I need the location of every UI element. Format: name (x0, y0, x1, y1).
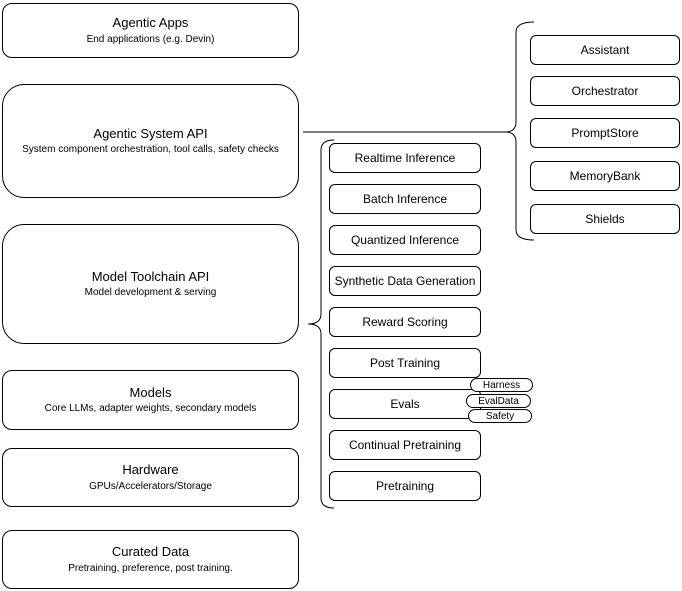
node-label: MemoryBank (569, 169, 641, 183)
node-curated-data: Curated Data Pretraining, preference, po… (2, 530, 299, 589)
pill-label: Safety (485, 410, 515, 422)
node-hardware: Hardware GPUs/Accelerators/Storage (2, 448, 299, 507)
node-batch-inference: Batch Inference (329, 184, 481, 214)
node-synthetic-data-generation: Synthetic Data Generation (329, 266, 481, 296)
node-subtitle: System component orchestration, tool cal… (22, 144, 279, 156)
pill-label: EvalData (478, 395, 519, 407)
toolchain-services-brace (307, 139, 335, 509)
node-label: Post Training (369, 356, 441, 370)
system-components-brace (504, 21, 535, 241)
pill-safety: Safety (468, 409, 532, 423)
node-title: Model Toolchain API (91, 268, 210, 284)
node-label: Reward Scoring (362, 315, 448, 329)
node-reward-scoring: Reward Scoring (329, 307, 481, 337)
node-realtime-inference: Realtime Inference (329, 143, 481, 173)
node-models: Models Core LLMs, adapter weights, secon… (2, 370, 299, 430)
node-label: Quantized Inference (350, 233, 460, 247)
node-title: Hardware (122, 462, 179, 478)
node-shields: Shields (530, 204, 680, 234)
node-title: Models (129, 384, 172, 400)
node-label: Batch Inference (362, 192, 448, 206)
node-model-toolchain-api: Model Toolchain API Model development & … (2, 224, 299, 344)
node-agentic-apps: Agentic Apps End applications (e.g. Devi… (2, 3, 299, 58)
node-label: Pretraining (375, 479, 435, 493)
node-subtitle: Pretraining, preference, post training. (68, 562, 233, 574)
node-title: Agentic Apps (112, 15, 189, 31)
node-label: Continual Pretraining (348, 438, 462, 452)
node-promptstore: PromptStore (530, 118, 680, 148)
node-label: Realtime Inference (354, 151, 456, 165)
node-title: Curated Data (111, 544, 190, 560)
node-label: Shields (585, 212, 625, 226)
node-pretraining: Pretraining (329, 471, 481, 501)
node-label: Evals (390, 397, 420, 411)
pill-label: Harness (482, 379, 521, 391)
node-quantized-inference: Quantized Inference (329, 225, 481, 255)
node-subtitle: Core LLMs, adapter weights, secondary mo… (44, 403, 257, 415)
node-agentic-system-api: Agentic System API System component orch… (2, 84, 299, 198)
node-subtitle: Model development & serving (84, 287, 217, 299)
node-assistant: Assistant (530, 35, 680, 65)
node-label: Synthetic Data Generation (334, 274, 476, 288)
node-subtitle: End applications (e.g. Devin) (86, 33, 215, 45)
node-label: Assistant (580, 43, 630, 57)
node-post-training: Post Training (329, 348, 481, 378)
node-title: Agentic System API (93, 125, 208, 141)
node-continual-pretraining: Continual Pretraining (329, 430, 481, 460)
pill-harness: Harness (470, 378, 533, 392)
node-label: Orchestrator (571, 84, 639, 98)
node-label: PromptStore (571, 126, 639, 140)
node-orchestrator: Orchestrator (530, 76, 680, 106)
pill-evaldata: EvalData (466, 394, 531, 408)
node-evals: Evals (329, 389, 481, 419)
node-memorybank: MemoryBank (530, 161, 680, 191)
node-subtitle: GPUs/Accelerators/Storage (89, 480, 212, 492)
